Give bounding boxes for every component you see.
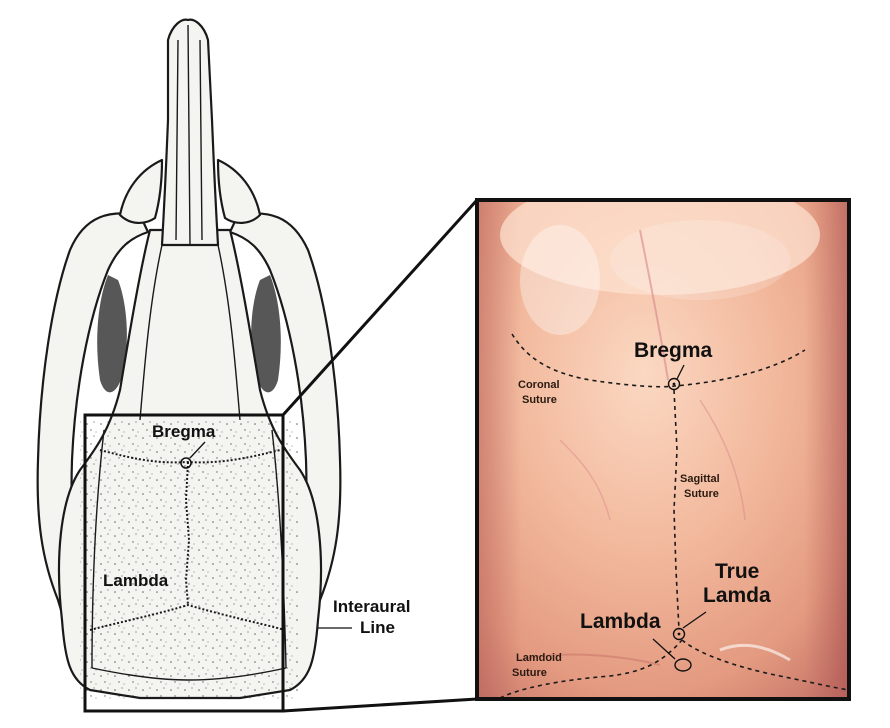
drawing-lambda-label: Lambda: [103, 571, 169, 590]
drawing-bregma-label: Bregma: [152, 422, 216, 441]
photo-lambdoid-suture: [499, 639, 683, 699]
photo-vessel-2: [699, 399, 746, 521]
photo-sagittal-suture-label-1: Sagittal: [680, 473, 720, 485]
frontal-bone-outline: [139, 244, 241, 421]
photo-vessel-4: [519, 653, 661, 666]
photo-lambda-marker: [674, 658, 692, 672]
photo-vessel-1: [639, 229, 669, 381]
zoom-connector-bottom: [282, 697, 478, 713]
photo-true-lambda-leader: [682, 611, 707, 629]
right-lateral-ridge: [271, 429, 287, 669]
photo-true-lambda-dot: [677, 632, 681, 636]
photo-lambdoid-suture-label-2: Suture: [512, 667, 547, 679]
left-orbit-shading: [97, 275, 127, 393]
photo-true-lambda-label-2: Lamda: [703, 584, 771, 607]
photo-glare-bottom: [719, 643, 791, 662]
photo-sagittal-suture: [673, 389, 680, 631]
drawing-bregma-marker: [180, 457, 192, 469]
photo-bregma-leader: [676, 364, 685, 380]
photo-true-lambda-marker: [672, 627, 686, 641]
photo-bregma-marker: [667, 377, 681, 391]
photo-highlight-top: [500, 200, 820, 295]
photo-vessel-3: [559, 439, 611, 521]
nasal-right-line: [199, 39, 203, 241]
photo-lambdoid-suture-right: [681, 639, 849, 691]
photo-coronal-suture-label-2: Suture: [522, 394, 557, 406]
photo-glare-left: [520, 225, 600, 335]
drawing-sagittal-suture: [184, 461, 191, 606]
drawing-bregma-leader: [189, 441, 206, 459]
photo-lambda-leader: [652, 638, 676, 660]
photo-coronal-suture-label-1: Coronal: [518, 379, 560, 391]
photo-lambda-label: Lambda: [580, 610, 661, 633]
photo-lambdoid-suture-label-1: Lamdoid: [516, 652, 562, 664]
zoom-source-box: [83, 413, 285, 713]
drawing-lambdoid-suture: [89, 603, 286, 631]
nasal-left-line: [175, 39, 179, 241]
skull-drawing: Bregma Lambda Interaural Line: [36, 18, 410, 700]
photo-panel: Bregma Coronal Suture Sagittal Suture Tr…: [477, 200, 849, 699]
right-orbit-shading: [251, 275, 281, 393]
photo-sagittal-suture-label-2: Suture: [684, 488, 719, 500]
photo-frame: [475, 198, 851, 701]
left-lateral-ridge: [91, 429, 105, 669]
occipital-edge: [91, 667, 287, 681]
nasal-midline: [187, 24, 191, 246]
cranium-stipple: [80, 420, 300, 700]
photo-true-lambda-label-1: True: [715, 560, 759, 583]
photo-glare-center: [610, 220, 790, 300]
right-maxilla: [216, 158, 262, 224]
left-maxilla: [118, 158, 164, 224]
zoom-connector-top: [281, 198, 479, 417]
photo-coronal-suture: [511, 333, 806, 388]
photo-bregma-label: Bregma: [634, 339, 713, 362]
photo-bregma-dot: [672, 382, 676, 386]
interaural-line-label-1: Interaural: [333, 597, 410, 616]
interaural-line-label-2: Line: [360, 618, 395, 637]
